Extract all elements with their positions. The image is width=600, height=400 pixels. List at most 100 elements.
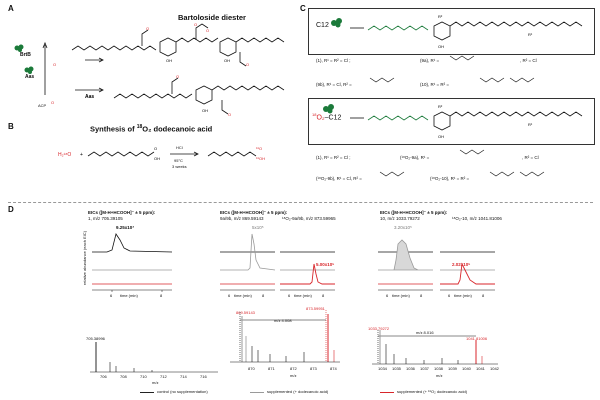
col2-ms-tick-870: 870 [248,366,255,371]
col3-sub: 10, m/z 1033.79272 [380,216,420,221]
col3-time-label-left: time (min) [392,293,410,298]
acp-label: ACP [38,103,47,108]
col3-ms-peak-red: 1041.81006 [466,336,488,341]
col3-tick-8: 8 [420,293,423,298]
col2-time-label-left: time (min) [234,293,252,298]
col1-ms-tick-714: 714 [180,374,187,379]
col3-ms-tick-1036: 1036 [406,366,415,371]
col1-peak-label: 9.25x10⁷ [116,225,135,230]
col1-ms-tick-712: 712 [160,374,167,379]
svg-text:OH: OH [438,134,444,139]
svg-text:O: O [51,100,54,105]
brtb-enzyme-icon [14,44,24,52]
col3-header: EICs ([M-H+HCOOH]⁻ ± 5 ppm): [380,210,448,215]
reagent-label: HCl [176,145,183,150]
col2-ms-tick-871: 871 [268,366,275,371]
col1-ms-tick-706: 706 [100,374,107,379]
panel-d-label: D [8,205,14,214]
col3-mz-label: m/z [436,373,443,378]
compound-1-top: (1), R¹ = R² = Cl ; [316,58,351,63]
col1-ms-tick-716: 716 [200,374,207,379]
svg-text:OH: OH [202,108,208,113]
col2-header: EICs ([M-H+HCOOH]⁻ ± 5 ppm): [220,210,288,215]
brtb-label: BrtB [20,52,31,58]
col1-header: EICs ([M-H+HCOOH]⁻ ± 5 ppm): [88,210,156,215]
compound-10-top: (10), R¹ = R² = [420,82,450,87]
legend-label-dodecanoic: supplemented (+ dodecanoic acid) [267,389,329,394]
c12-icon [331,18,342,28]
col2-sub2: ¹⁸O₂-9a/9b, m/z 873.59965 [282,216,336,221]
temperature-label: 95°C [174,158,183,163]
col2-delta: m/z 4.008 [274,318,292,323]
svg-text:¹⁸O: ¹⁸O [256,146,262,151]
ylabel: relative abundance (each EIC) [82,230,87,285]
aas-label: Aas [25,74,35,80]
compound-18o-9a-r2-bottom: , R² = Cl [522,155,539,160]
legend-swatch-dodecanoic [250,392,264,393]
compound-9a-top: (9a), R¹ = [420,58,440,63]
svg-text:R¹: R¹ [528,32,533,37]
compound-9b-top: (9b), R¹ = Cl, R² = [316,82,352,87]
col2-tick-6b: 6 [288,293,291,298]
legend-swatch-o18 [380,392,394,393]
col3-ms-tick-1034: 1034 [378,366,387,371]
col1-sub: 1, m/z 705.39105 [88,216,123,221]
c12-backbone-structure: R² R¹ OH [350,14,583,49]
svg-text:O: O [146,26,149,31]
col3-red-peak-label: 2.02x10⁵ [452,262,471,267]
legend: control (no supplementation) supplemente… [140,388,570,396]
r-group-structures-top [369,55,535,83]
svg-text:O: O [154,146,157,151]
compound-18o-9a-bottom: (¹⁸O₂-9a), R¹ = [400,155,430,160]
panel-b-title: Synthesis of 18O₂ dodecanoic acid [90,124,213,134]
svg-text:O: O [194,22,197,27]
col3-peak-label: 3.20x10⁵ [394,225,412,230]
col2-peak-label: 5x10⁵ [252,225,264,230]
col1-eic-traces [92,233,173,292]
legend-label-control: control (no supplementation) [157,389,208,394]
col2-eic-right [280,251,335,291]
col2-ms-tick-873: 873 [310,366,317,371]
panel-b-label: B [8,122,14,131]
col2-ms-tick-874: 874 [330,366,337,371]
svg-text:¹⁸OH: ¹⁸OH [256,156,265,161]
panel-a-title: Bartoloside diester [178,13,246,22]
col3-tick-6: 6 [386,293,389,298]
col2-tick-8b: 8 [322,293,325,298]
bartoloside-diester-structure: O O O OH OH O [71,22,285,67]
col1-tick-6: 6 [110,293,113,298]
aas-enzyme-icon [24,66,34,74]
o18-c12-backbone-structure: R² R¹ OH [350,104,583,139]
compound-1-bottom: (1), R¹ = R² = Cl ; [316,155,351,160]
col3-mass-spectrum [372,330,498,365]
o18-c12-icon [323,104,334,114]
col2-mz-label: m/z [290,373,297,378]
svg-text:Aas: Aas [85,94,94,100]
col1-ms-peak: 705.38996 [86,336,105,341]
col2-ms-peak-black: 869.59143 [236,310,255,315]
col3-tick-8b: 8 [482,293,485,298]
col3-eic-right [440,251,495,291]
col3-sub2: ¹⁸O₂-10, m/z 1041.81006 [452,216,502,221]
col3-ms-tick-1042: 1042 [490,366,499,371]
col3-ms-tick-1039: 1039 [448,366,457,371]
svg-text:OH: OH [154,156,160,161]
col2-time-label-right: time (min) [294,293,312,298]
col2-ms-tick-872: 872 [290,366,297,371]
col1-time-label: time (min) [120,293,138,298]
svg-text:O: O [206,28,209,33]
col2-mass-spectrum [230,310,340,363]
col2-ms-peak-red: 873.59951 [306,306,325,311]
dodecanoic-acid-reaction: H₂¹⁸O + O OH ¹⁸O ¹⁸OH [58,146,265,161]
col1-ms-tick-708: 708 [120,374,127,379]
svg-text:R²: R² [438,104,443,109]
acyl-intermediate-structure: O OH O [113,74,285,117]
panel-c-label: C [300,4,306,13]
svg-text:R¹: R¹ [528,122,533,127]
o18-c12-structure-box [308,98,595,145]
svg-text:O: O [53,62,56,67]
svg-text:+: + [80,152,83,158]
compound-9a-r2-top: , R² = Cl [520,58,537,63]
svg-text:H₂¹⁸O: H₂¹⁸O [58,152,71,158]
o18-c12-label: 18O₂–C12 [312,112,342,122]
